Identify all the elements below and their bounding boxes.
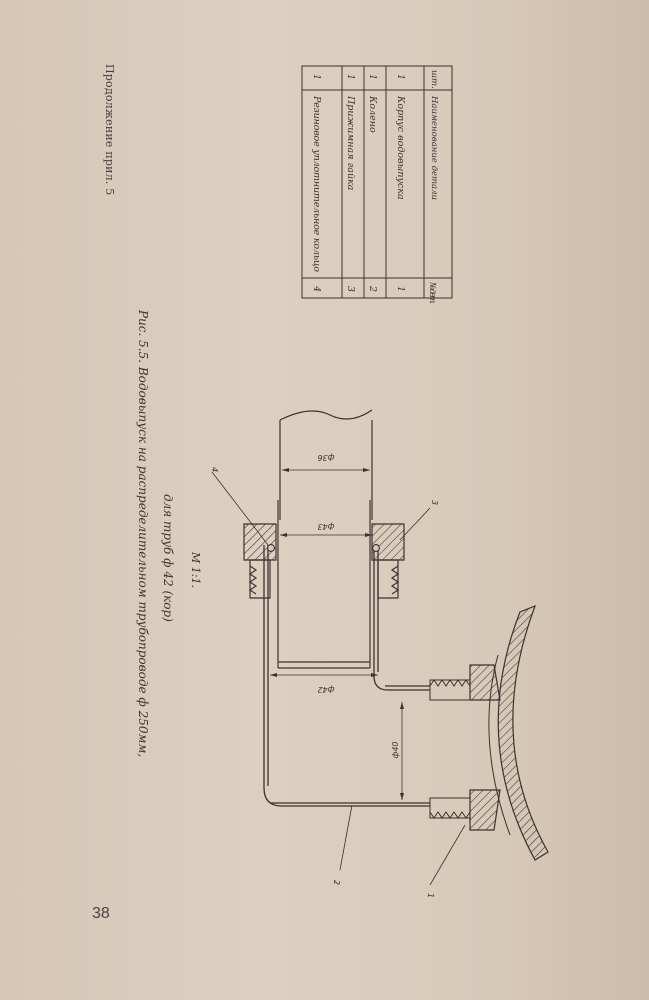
row4-qty: 1 <box>311 74 322 80</box>
page-number: 38 <box>92 905 110 922</box>
dim-d42: ф42 <box>317 685 334 694</box>
row2-qty: 1 <box>367 74 378 80</box>
header-num: № дет. <box>427 281 437 304</box>
leader-label-2: 2 <box>332 880 341 885</box>
body-thread-top <box>429 679 471 701</box>
dimension-arrows <box>270 468 404 800</box>
row3-num: 3 <box>345 286 356 292</box>
header-name: Наименование детали <box>429 95 439 200</box>
dim-d40: ф40 <box>391 741 400 758</box>
row2-name: Колено <box>367 95 378 133</box>
dimension-lines <box>270 469 403 800</box>
leader-label-1: 1 <box>426 893 435 898</box>
body-thread-bottom <box>429 797 471 819</box>
dim-d36: ф36 <box>317 453 334 462</box>
dim-d43: ф43 <box>317 522 334 531</box>
seal-ring-left <box>267 544 275 552</box>
row3-name: Прижимная гайка <box>345 95 356 191</box>
row3-qty: 1 <box>345 74 356 80</box>
valve-body <box>469 664 501 831</box>
inner-pipe <box>277 500 371 669</box>
elbow <box>263 545 430 807</box>
parts-table <box>301 65 453 299</box>
row4-num: 4 <box>311 285 322 292</box>
leader-label-3: 3 <box>430 500 439 505</box>
outlet-pipe <box>279 409 373 520</box>
clamp-nut <box>243 523 405 599</box>
row1-name: Корпус водовыпуска <box>395 95 406 200</box>
row1-qty: 1 <box>395 74 406 80</box>
row1-num: 1 <box>395 286 406 292</box>
row4-name: Резиновое уплотнительное кольцо <box>311 95 322 272</box>
seal-ring-right <box>372 544 380 552</box>
leader-lines <box>211 471 466 886</box>
row2-num: 2 <box>367 285 378 292</box>
parts-table-text: 4 Резиновое уплотнительное кольцо 1 3 Пр… <box>311 70 439 304</box>
header-qty: шт. <box>429 70 439 89</box>
leader-label-4: 4 <box>210 467 219 472</box>
